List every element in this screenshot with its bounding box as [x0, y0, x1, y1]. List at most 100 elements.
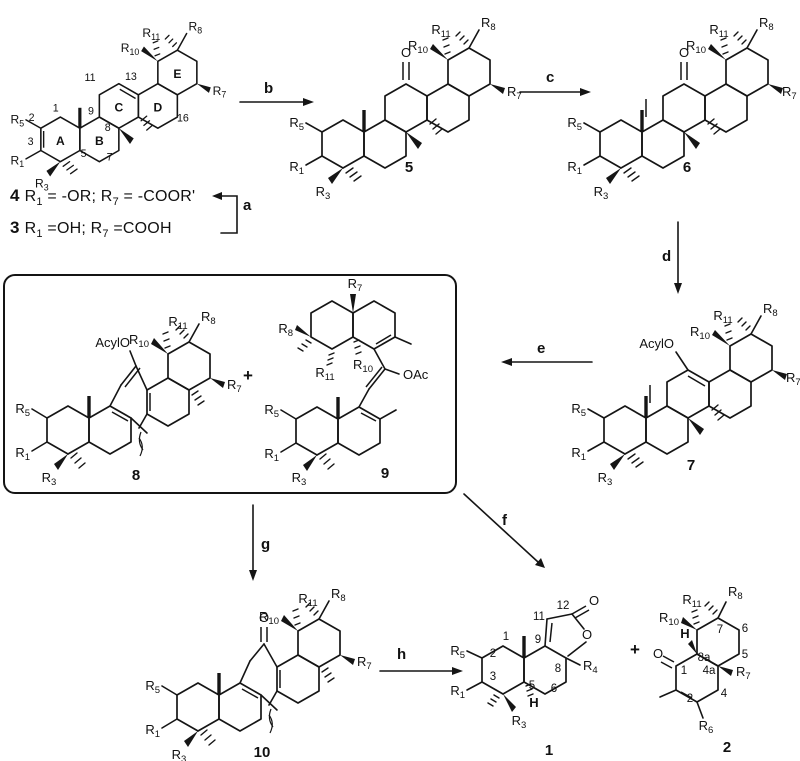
label-r8: R8: [189, 20, 203, 36]
label-r3: R3: [316, 184, 331, 202]
label-r1: R1: [264, 446, 279, 464]
label-r11: R11: [713, 308, 732, 326]
locant-8a: 8a: [698, 652, 711, 664]
oxygen-label: O: [259, 610, 269, 625]
structure-9: R7 R8 R11 R10 OAc R5 R1 R3 9: [264, 276, 429, 488]
oxygen-label: O: [401, 45, 411, 60]
structure-number-5: 5: [405, 159, 413, 176]
label-r8: R8: [201, 309, 216, 327]
locant-9: 9: [88, 105, 94, 117]
structure-number-6: 6: [683, 159, 691, 176]
label-r10: R10: [690, 324, 710, 342]
structure-number-2: 2: [723, 739, 731, 756]
locant-2: 2: [687, 693, 693, 705]
oxygen-label: O: [653, 646, 663, 661]
locant-8: 8: [555, 663, 561, 675]
label-r3: R3: [598, 470, 613, 488]
label-r5: R5: [11, 113, 25, 129]
label-r10: R10: [259, 609, 279, 627]
locant-1: 1: [53, 103, 59, 115]
plus-1-2: +: [630, 640, 640, 659]
label-r11: R11: [682, 592, 701, 610]
step-h-label: h: [397, 646, 407, 663]
label-r10: R10: [686, 38, 706, 56]
label-r10: R10: [353, 357, 373, 375]
locant-6: 6: [551, 683, 557, 695]
label-r1: R1: [145, 722, 160, 740]
label-r7: R7: [782, 84, 797, 102]
locant-4a: 4a: [703, 665, 716, 677]
structure-1: O O H R5 R1 R3 R4 1 2 3 5 6 9 8 11 12 1: [450, 593, 599, 759]
ring-e: E: [173, 67, 181, 81]
acyloxy-label: AcylO: [95, 335, 130, 350]
label-r1: R1: [15, 445, 30, 463]
label-r7: R7: [786, 370, 800, 388]
plus-8-9: +: [243, 366, 253, 385]
label-r5: R5: [567, 115, 582, 133]
label-r10: R10: [659, 610, 679, 628]
arrow-a-bracket: [212, 192, 238, 234]
label-r7: R7: [227, 377, 242, 395]
locant-13: 13: [125, 71, 137, 83]
label-r5: R5: [15, 401, 30, 419]
locant-5: 5: [529, 680, 535, 692]
label-r8: R8: [481, 15, 496, 33]
label-r11: R11: [142, 26, 160, 42]
oxygen-carbonyl-label: O: [589, 593, 599, 608]
structure-3-4: R5 R1 R3 R10 R11 R8 R7 1 2 3 5 7 8 9 11 …: [11, 20, 227, 193]
label-r7: R7: [213, 84, 227, 100]
locant-3: 3: [490, 671, 496, 683]
locant-11: 11: [533, 611, 545, 623]
label-r1: R1: [289, 159, 304, 177]
structure-6: O R5 R1 R3 R10 R11 R8 R7 6: [567, 15, 797, 202]
label-r10: R10: [408, 38, 428, 56]
label-r3: R3: [594, 184, 609, 202]
step-e-label: e: [537, 340, 546, 357]
label-r7: R7: [736, 664, 751, 682]
locant-1: 1: [503, 631, 509, 643]
label-r10: R10: [121, 41, 140, 57]
structure-number-10: 10: [254, 744, 271, 761]
label-r1: R1: [571, 445, 586, 463]
step-f-label: f: [502, 512, 507, 529]
step-c-label: c: [546, 69, 555, 86]
locant-5: 5: [742, 649, 748, 661]
locant-11: 11: [85, 72, 96, 84]
locant-12: 12: [557, 600, 570, 612]
hydrogen-label: H: [529, 695, 538, 710]
label-r3: R3: [35, 177, 49, 193]
ring-c: C: [114, 101, 123, 115]
structure-8: AcylO R5 R1 R3 R10 R11 R8 R7 8: [15, 309, 242, 488]
step-g-label: g: [261, 536, 271, 553]
locant-9: 9: [535, 634, 541, 646]
label-r5: R5: [450, 643, 465, 661]
label-r1: R1: [567, 159, 582, 177]
label-r8: R8: [278, 321, 293, 339]
ring-b: B: [95, 134, 104, 148]
ring-a: A: [56, 134, 65, 148]
structure-number-7: 7: [687, 457, 695, 474]
label-r7: R7: [507, 84, 522, 102]
label-r11: R11: [431, 22, 450, 40]
locant-4: 4: [721, 688, 728, 700]
label-r1: R1: [450, 683, 465, 701]
label-r5: R5: [145, 678, 160, 696]
oxygen-ring-label: O: [582, 627, 592, 642]
label-r8: R8: [759, 15, 774, 33]
label-r5: R5: [571, 401, 586, 419]
acyloxy-label: AcylO: [639, 336, 674, 351]
arrow-f: [463, 493, 545, 568]
label-r10: R10: [129, 332, 149, 350]
step-d-label: d: [662, 248, 672, 265]
locant-16: 16: [177, 113, 189, 125]
label-r8: R8: [331, 586, 346, 604]
locant-2: 2: [29, 112, 35, 124]
label-r11: R11: [168, 314, 187, 332]
acetoxy-label: OAc: [403, 367, 429, 382]
structure-10: O R5 R1 R3 R10 R11 R8 R7 10: [145, 586, 371, 761]
step-b-label: b: [264, 80, 274, 97]
locant-2: 2: [490, 648, 496, 660]
locant-8: 8: [105, 122, 111, 134]
